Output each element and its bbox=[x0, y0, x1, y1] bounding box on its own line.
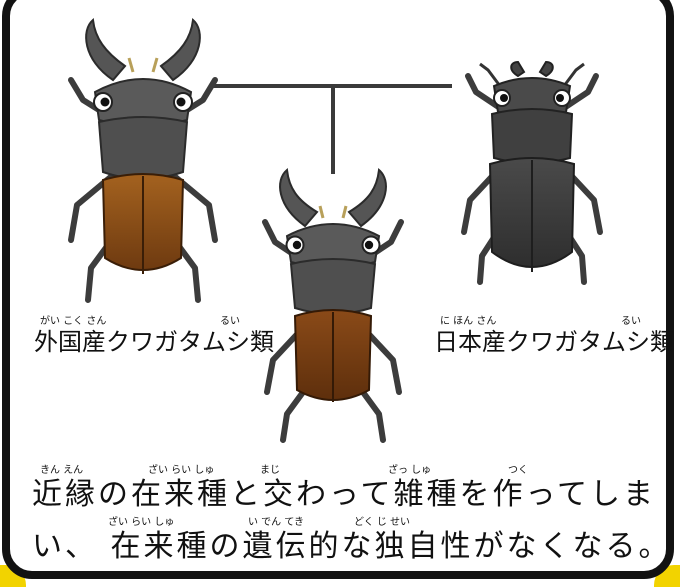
caption-furigana: ざい らい しゅ bbox=[108, 517, 175, 528]
caption-furigana: きん えん bbox=[40, 465, 84, 476]
japan-furigana: に ほん さん bbox=[440, 316, 497, 327]
japan-stag-beetle bbox=[461, 60, 603, 285]
caption-furigana: つく bbox=[508, 465, 528, 476]
caption-line-2: い、 在来種の遺伝的な独自性がなくなる。 bbox=[32, 529, 672, 564]
foreign-furigana: がい こく さん bbox=[40, 316, 107, 327]
caption-furigana: ざっ しゅ bbox=[388, 465, 432, 476]
caption-furigana: まじ bbox=[260, 465, 280, 476]
cross-connector bbox=[212, 84, 452, 174]
japan-rui-furigana: るい bbox=[621, 316, 641, 327]
caption-furigana: い でん てき bbox=[248, 517, 305, 528]
caption-furigana: どく じ せい bbox=[354, 517, 411, 528]
foreign-stag-beetle bbox=[68, 18, 218, 303]
foreign-beetle-label: 外国産クワガタムシ類 bbox=[34, 328, 274, 356]
caption-furigana: ざい らい しゅ bbox=[148, 465, 215, 476]
hybrid-stag-beetle bbox=[262, 168, 404, 443]
foreign-rui-furigana: るい bbox=[220, 316, 240, 327]
japan-beetle-label: 日本産クワガタムシ類 bbox=[434, 328, 674, 356]
caption-line-1: 近縁の在来種と交わって雑種を作ってしま bbox=[32, 477, 656, 512]
